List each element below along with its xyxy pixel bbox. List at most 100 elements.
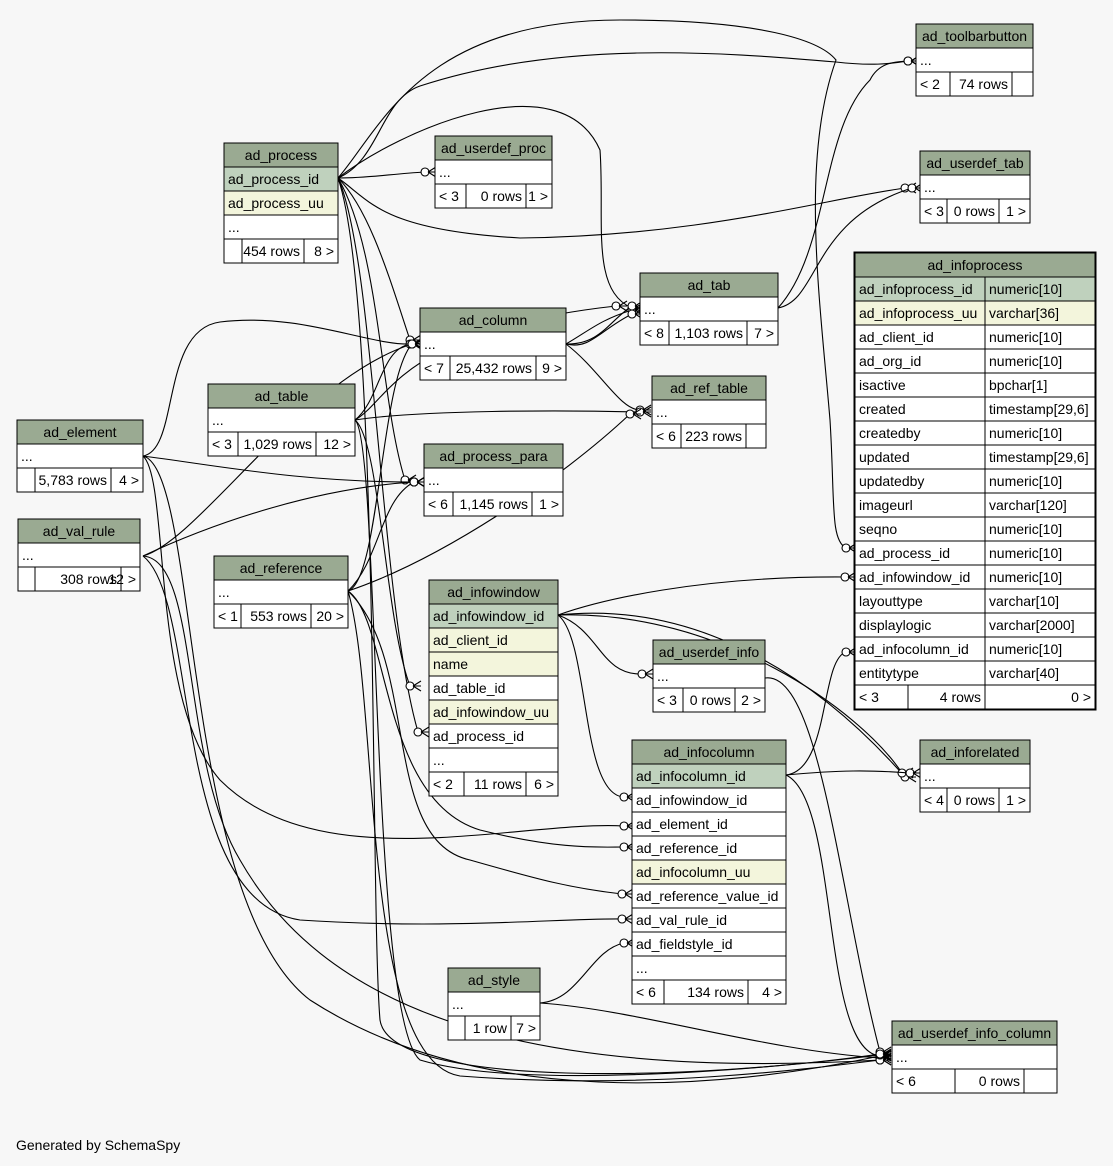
column-cell [854,348,986,374]
column-cell [631,763,787,789]
relationship-endpoint-marker [420,167,430,177]
footer-cell [680,423,747,449]
crows-foot-marker [420,726,430,738]
relationship-endpoint-marker [625,409,635,419]
relationship-endpoint-marker [841,647,851,657]
column-cell [984,300,1096,326]
child-count[interactable]: 6 > [534,776,554,792]
parent-count[interactable]: < 3 [859,689,879,705]
footer-cell [663,979,749,1005]
column-cell [651,399,767,425]
column-name: ... [424,336,436,352]
parent-count[interactable]: < 2 [920,76,940,92]
parent-count[interactable]: < 2 [433,776,453,792]
column-name: ... [22,547,34,563]
column-name: ... [924,768,936,784]
footer-cell [1023,1068,1058,1094]
relationship-endpoint-marker [841,543,851,553]
footer-cell [465,183,527,209]
parent-count[interactable]: < 1 [218,608,238,624]
child-count[interactable]: 1 > [1006,792,1026,808]
column-cell [428,675,559,701]
footer-cell [120,566,141,592]
parent-count[interactable]: < 6 [428,496,448,512]
child-count[interactable]: 12 > [323,436,351,452]
column-type: numeric[10] [989,353,1062,369]
relationship-line [777,60,909,309]
column-cell [434,159,553,185]
child-count[interactable]: 20 > [316,608,344,624]
relationship-endpoint-marker [413,727,423,737]
row-count: 0 rows [954,203,995,219]
child-count[interactable]: 12 > [108,571,136,587]
child-count[interactable]: 1 > [1006,203,1026,219]
column-cell [984,420,1096,446]
column-cell [984,492,1096,518]
parent-count[interactable]: < 3 [439,188,459,204]
parent-count[interactable]: < 6 [656,428,676,444]
table-title: ad_userdef_tab [926,155,1024,171]
child-count[interactable]: 7 > [754,325,774,341]
relationship-line [354,410,641,421]
table-node-ad_process[interactable]: ad_processad_process_idad_process_uu...4… [223,142,339,264]
column-cell [16,443,144,469]
footer-cell [303,238,339,264]
child-count[interactable]: 0 > [1071,689,1091,705]
relationship-line [347,481,415,592]
child-count[interactable]: 4 > [119,472,139,488]
column-cell [419,331,567,357]
table-node-ad_infocolumn[interactable]: ad_infocolumnad_infocolumn_idad_infowind… [631,739,787,1005]
child-count[interactable]: 1 > [539,496,559,512]
relationship-endpoint-marker [405,681,415,691]
relationship-line [337,177,881,1075]
relationship-line [337,171,426,179]
column-cell [854,468,986,494]
relationship-endpoint-marker [907,183,917,193]
column-cell [984,396,1096,422]
parent-count[interactable]: < 3 [212,436,232,452]
column-name: ... [452,996,464,1012]
column-cell [854,444,986,470]
parent-count[interactable]: < 8 [644,325,664,341]
parent-count[interactable]: < 6 [636,984,656,1000]
parent-count[interactable]: < 7 [424,360,444,376]
child-count[interactable]: 2 > [741,692,761,708]
child-count[interactable]: 9 > [542,360,562,376]
relationship-endpoint-marker [409,477,419,487]
footer-cell [434,183,467,209]
footer-cell [531,491,564,517]
parent-count[interactable]: < 3 [657,692,677,708]
child-count[interactable]: 7 > [516,1020,536,1036]
table-title: ad_infowindow [447,584,541,600]
parent-count[interactable]: < 4 [924,792,944,808]
table-title: ad_process_para [439,448,547,464]
child-count[interactable]: 1 > [528,188,548,204]
table-title: ad_val_rule [43,523,116,539]
row-count: 0 rows [954,792,995,808]
child-count[interactable]: 8 > [314,243,334,259]
footer-cell [419,355,451,381]
table-title: ad_userdef_info [659,644,760,660]
parent-count[interactable]: < 3 [924,203,944,219]
column-cell [428,603,559,629]
parent-count[interactable]: < 6 [896,1073,916,1089]
table-node-ad_infowindow[interactable]: ad_infowindowad_infowindow_idad_client_i… [428,579,559,797]
child-count[interactable]: 4 > [762,984,782,1000]
